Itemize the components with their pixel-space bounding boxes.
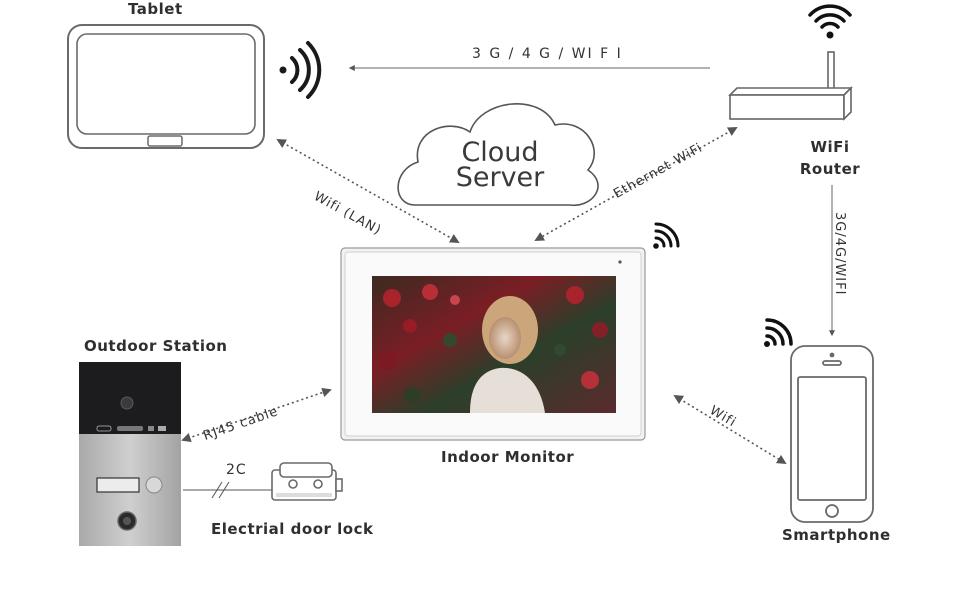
link-label-router-tablet: 3 G / 4 G / WI F I <box>472 46 623 62</box>
smartphone-label: Smartphone <box>782 526 891 544</box>
wifi-icon <box>808 4 852 39</box>
link-router-monitor <box>534 127 738 241</box>
bell-icon <box>145 476 163 494</box>
door-lock-label: Electrial door lock <box>211 520 374 538</box>
smartphone-device <box>790 345 874 523</box>
signal-waves-icon <box>764 318 793 347</box>
tablet-device <box>67 24 265 149</box>
camera-icon <box>120 396 134 410</box>
signal-waves-icon <box>279 41 322 99</box>
cloud-server-shape <box>397 103 599 206</box>
door-lock-device <box>271 462 343 501</box>
link-label-station-lock: 2C <box>226 462 247 478</box>
cloud-label-line2: Server <box>455 162 545 193</box>
link-station-monitor <box>181 387 332 443</box>
indoor-monitor-device <box>340 247 646 441</box>
cloud-label-line1: Cloud <box>461 137 539 168</box>
cable-slash <box>211 481 223 499</box>
outdoor-station-device <box>79 362 181 546</box>
outdoor-station-label: Outdoor Station <box>84 337 228 355</box>
router-label-line1: WiFi <box>810 138 850 156</box>
router-label-line2: Router <box>799 160 861 178</box>
router-device <box>728 51 853 121</box>
cable-slash <box>218 481 230 499</box>
link-label-router-phone: 3G/4G/WIFI <box>832 212 847 296</box>
signal-waves-icon <box>653 222 680 249</box>
tablet-label: Tablet <box>128 0 183 18</box>
indoor-monitor-label: Indoor Monitor <box>441 448 575 466</box>
link-monitor-phone <box>673 395 787 464</box>
